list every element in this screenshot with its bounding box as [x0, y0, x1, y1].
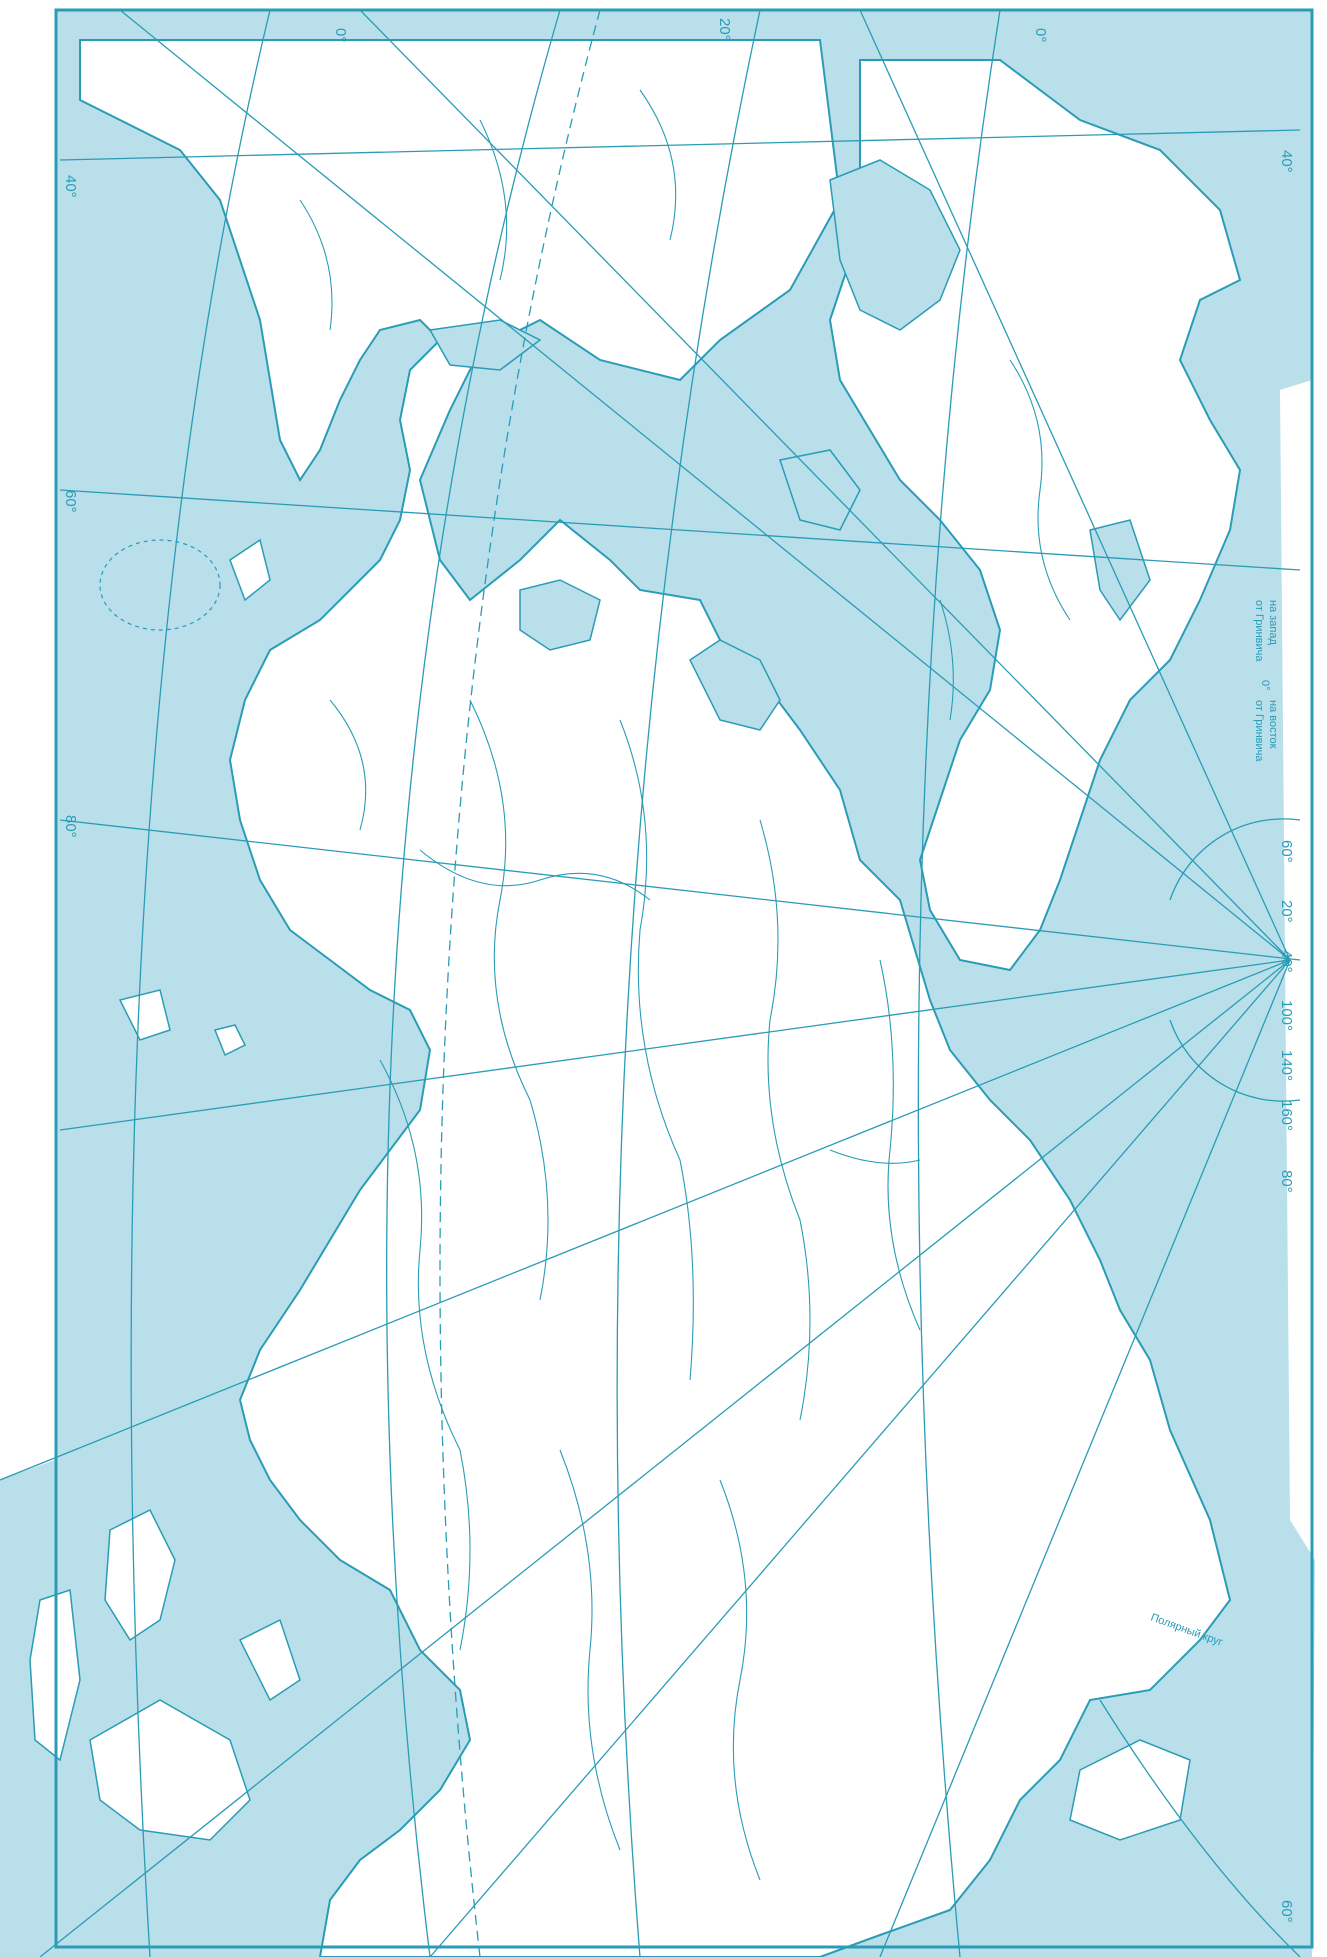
meridian-h: [59, 959, 1291, 1131]
left-label-60: 60°: [62, 490, 79, 513]
top-label-1: 0°: [332, 28, 349, 42]
right-note-east: на восток: [1267, 700, 1279, 749]
arc-5: [917, 9, 1001, 1957]
inland-sea-6: [1089, 519, 1151, 622]
arc-8: [1099, 1699, 1301, 1957]
right-label-60b: 60°: [1278, 1900, 1295, 1923]
meridian-d: [0, 959, 1291, 1481]
meridian-e: [39, 959, 1291, 1957]
arc-1: [130, 9, 271, 1957]
arc-3: [439, 9, 601, 1957]
parallel-40: [59, 129, 1301, 161]
island-1: [104, 1508, 176, 1642]
arc-6: [1169, 818, 1301, 901]
map-frame: [54, 8, 1314, 1949]
meridian-c: [859, 9, 1291, 961]
graticule: [0, 9, 1301, 1957]
island-4: [238, 1618, 301, 1702]
island-6: [1069, 1739, 1191, 1841]
right-note-east-from: от Гринвича: [1253, 700, 1265, 762]
parallel-80: [59, 819, 1301, 961]
land-eurasia: [79, 39, 1232, 1957]
inland-sea-4: [428, 319, 542, 371]
island-7: [229, 538, 271, 602]
meridian-g: [879, 959, 1291, 1957]
right-note-west-from: от Гринвича: [1253, 600, 1265, 662]
right-label-60: 60°: [1278, 840, 1295, 863]
arc-4: [616, 9, 761, 1957]
rivers: [299, 89, 1071, 1881]
top-label-2: 20°: [716, 18, 733, 41]
arc-7: [1169, 1019, 1301, 1102]
right-label-160: 160°: [1278, 1100, 1295, 1131]
island-8: [118, 989, 171, 1041]
right-label-140: 140°: [1278, 1050, 1295, 1081]
inland-sea-2: [689, 639, 781, 731]
left-label-80: 80°: [62, 815, 79, 838]
meridian-a: [119, 9, 1291, 961]
arc-2: [386, 9, 561, 1957]
inland-sea-1: [829, 159, 961, 331]
right-label-40: 40°: [1278, 150, 1295, 173]
right-label-40b: 40°: [1278, 950, 1295, 973]
right-label-80: 80°: [1278, 1170, 1295, 1193]
island-5: [213, 1024, 247, 1057]
meridian-b: [359, 9, 1291, 961]
left-label-40: 40°: [62, 175, 79, 198]
inland-sea-3: [519, 579, 601, 651]
right-label-100: 100°: [1278, 1000, 1295, 1031]
meridian-f: [429, 959, 1291, 1957]
island-3: [89, 1699, 251, 1841]
right-note-west: на запад: [1267, 600, 1279, 645]
top-label-3: 0°: [1032, 28, 1049, 42]
parallel-60: [59, 489, 1301, 571]
right-label-20: 20°: [1278, 900, 1295, 923]
dashed-region: [99, 539, 221, 631]
right-note-zero: 0°: [1259, 680, 1271, 691]
